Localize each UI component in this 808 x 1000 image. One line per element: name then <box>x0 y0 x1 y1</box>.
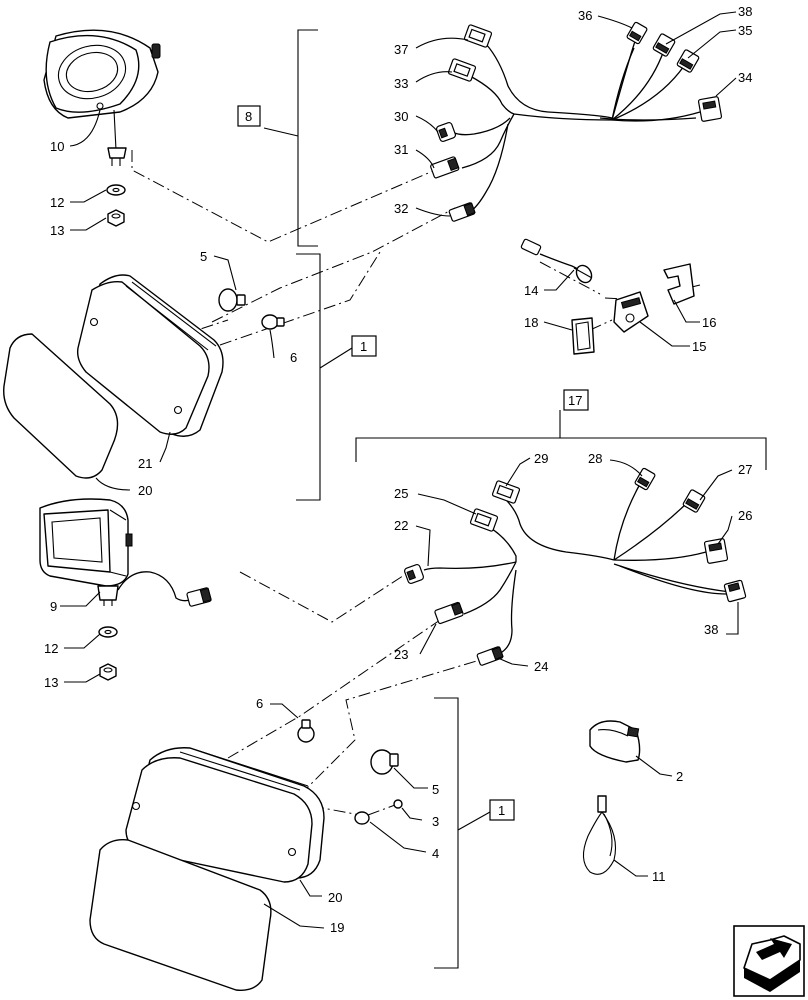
callout-20-lower: 20 <box>328 890 342 905</box>
connector-36 <box>626 21 648 45</box>
connector-29 <box>491 480 521 504</box>
washer-12-upper <box>106 184 126 196</box>
callout-31: 31 <box>394 142 408 157</box>
callout-26: 26 <box>738 508 752 523</box>
callout-11: 11 <box>652 869 666 884</box>
strap-11 <box>582 795 617 875</box>
callout-1-lower: 1 <box>498 803 505 818</box>
pad-18 <box>571 317 595 355</box>
callout-20-upper: 20 <box>138 483 152 498</box>
callout-37: 37 <box>394 42 408 57</box>
connector-24 <box>476 646 504 666</box>
nut-13-lower <box>99 663 117 681</box>
connector-28 <box>634 467 656 491</box>
callout-6-upper: 6 <box>290 350 297 365</box>
callout-5-lower: 5 <box>432 782 439 797</box>
callout-35: 35 <box>738 23 752 38</box>
connector-25 <box>469 508 499 532</box>
harness-upper <box>451 28 701 213</box>
bulb-6-lower <box>297 719 315 743</box>
callout-27: 27 <box>738 462 752 477</box>
callout-33: 33 <box>394 76 408 91</box>
callout-36: 36 <box>578 8 592 23</box>
callout-34: 34 <box>738 70 752 85</box>
callout-38-lower: 38 <box>704 622 718 637</box>
bulb-5-lower <box>370 749 399 775</box>
connector-38-lower <box>723 579 747 603</box>
callout-3: 3 <box>432 814 439 829</box>
bracket-17 <box>355 437 767 470</box>
callout-30: 30 <box>394 109 408 124</box>
harness-lower <box>423 483 731 657</box>
callout-29: 29 <box>534 451 548 466</box>
grommet-4 <box>354 811 370 825</box>
callout-19: 19 <box>330 920 344 935</box>
callout-8: 8 <box>245 109 252 124</box>
assembly-centerlines <box>117 150 701 856</box>
next-page-arrow-icon <box>743 935 801 992</box>
lens-19-lower <box>89 839 272 991</box>
callout-14: 14 <box>524 283 538 298</box>
callout-2: 2 <box>676 769 683 784</box>
callout-labels: 10 12 13 5 6 21 20 8 1 37 33 30 31 32 36… <box>44 4 752 935</box>
connector-38-upper <box>652 33 676 57</box>
callout-box-1-lower <box>489 799 515 821</box>
callout-9: 9 <box>50 599 57 614</box>
connector-27 <box>682 489 706 513</box>
callout-1-upper: 1 <box>360 339 367 354</box>
connector-33 <box>447 58 477 82</box>
leader-lines <box>60 11 739 929</box>
cable-14 <box>520 238 593 284</box>
callout-box-8 <box>237 105 261 127</box>
lamp-housing-upper <box>76 274 224 437</box>
callout-32: 32 <box>394 201 408 216</box>
callout-box-1-upper <box>351 335 377 357</box>
callout-38-upper: 38 <box>738 4 752 19</box>
socket-15 <box>613 291 649 333</box>
connector-26 <box>703 538 729 564</box>
connector-32 <box>448 202 476 222</box>
callout-15: 15 <box>692 339 706 354</box>
bolt-3 <box>393 799 403 809</box>
callout-12-lower: 12 <box>44 641 58 656</box>
lens-20-upper <box>3 333 119 479</box>
clip-16 <box>663 263 695 305</box>
work-light-square <box>39 498 212 607</box>
cover-2 <box>589 720 641 763</box>
nut-13-upper <box>107 209 125 227</box>
bulb-6-upper <box>261 314 285 330</box>
callout-12-upper: 12 <box>50 195 64 210</box>
connector-22 <box>403 563 425 585</box>
callout-21: 21 <box>138 456 152 471</box>
bulb-5-upper <box>218 288 246 312</box>
callout-17: 17 <box>568 393 582 408</box>
callout-28: 28 <box>588 451 602 466</box>
bracket-8 <box>297 29 318 247</box>
callout-25: 25 <box>394 486 408 501</box>
connector-30 <box>435 121 457 143</box>
callout-4: 4 <box>432 846 439 861</box>
bracket-1-lower <box>434 697 459 969</box>
washer-12-lower <box>98 626 118 638</box>
callout-box-17 <box>563 389 589 411</box>
callout-5-upper: 5 <box>200 249 207 264</box>
callout-10: 10 <box>50 139 64 154</box>
bracket-1-upper <box>296 253 321 501</box>
callout-24: 24 <box>534 659 548 674</box>
callout-13-lower: 13 <box>44 675 58 690</box>
connector-35 <box>676 49 700 73</box>
callout-6-lower: 6 <box>256 696 263 711</box>
callout-16: 16 <box>702 315 716 330</box>
connector-31 <box>430 156 460 179</box>
callout-22: 22 <box>394 518 408 533</box>
connector-37 <box>463 24 493 48</box>
connector-34 <box>697 96 723 122</box>
callout-23: 23 <box>394 647 408 662</box>
callout-13-upper: 13 <box>50 223 64 238</box>
work-light-round <box>43 29 161 166</box>
callout-18: 18 <box>524 315 538 330</box>
next-page-button[interactable] <box>733 925 805 997</box>
connector-23 <box>434 601 464 625</box>
